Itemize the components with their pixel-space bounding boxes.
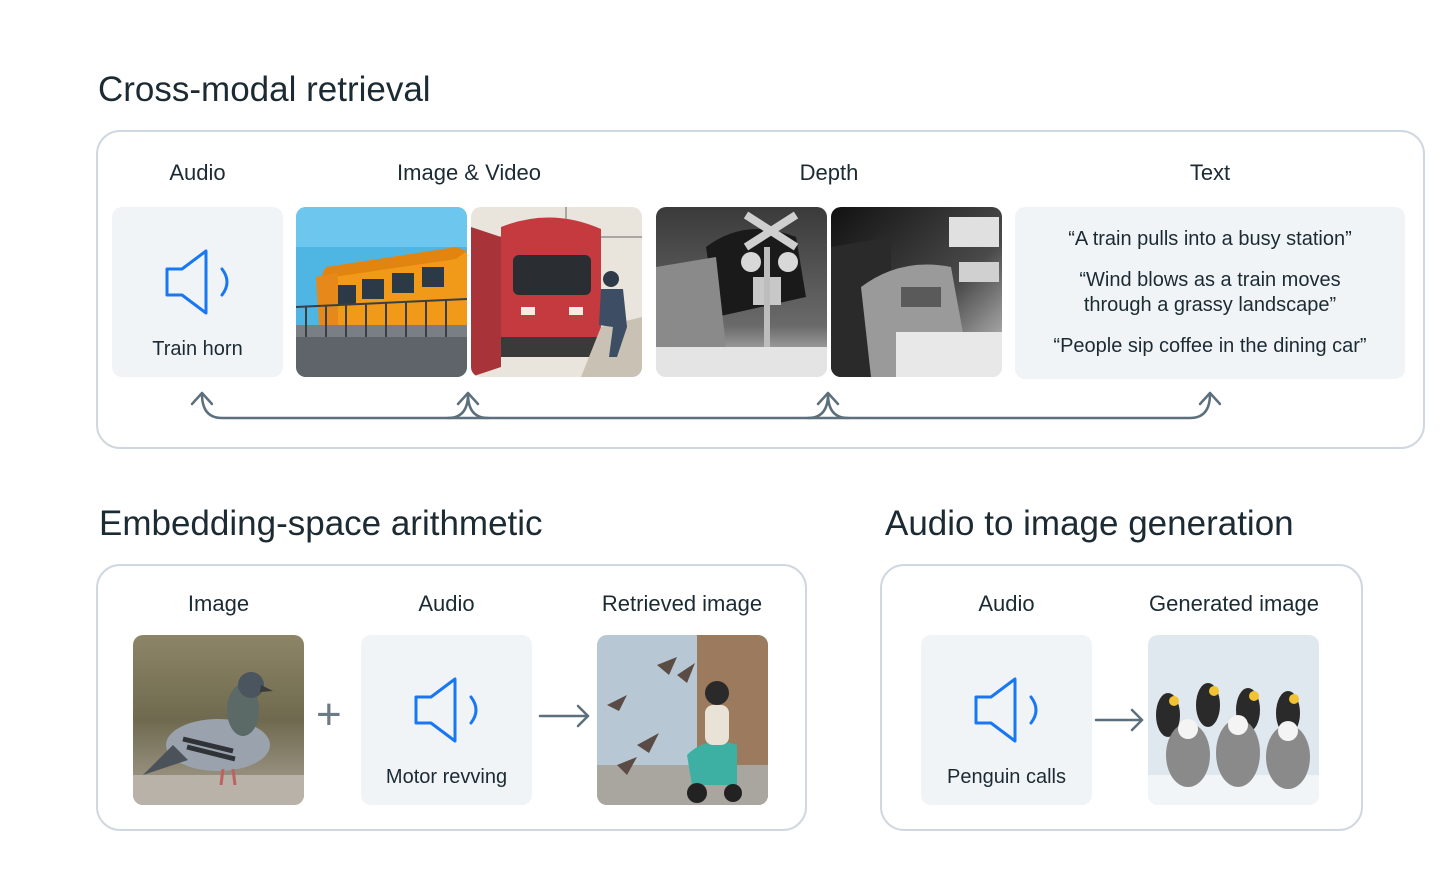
label-depth: Depth bbox=[799, 160, 859, 185]
speaker-icon bbox=[974, 677, 1038, 743]
generation-title: Audio to image generation bbox=[885, 504, 1294, 543]
audio-caption: Train horn bbox=[152, 338, 243, 360]
plus-operator: + bbox=[316, 690, 342, 739]
quote-2: “Wind blows as a train moves through a g… bbox=[1079, 269, 1341, 316]
audio-caption: Motor revving bbox=[385, 766, 508, 788]
speaker-icon bbox=[414, 677, 478, 743]
right-arrow-icon bbox=[538, 704, 590, 728]
speaker-icon bbox=[165, 249, 229, 315]
label-image: Image bbox=[187, 591, 250, 616]
label-audio-gen: Audio bbox=[978, 591, 1035, 616]
label-retrieved-image: Retrieved image bbox=[601, 591, 763, 616]
quote-3: “People sip coffee in the dining car” bbox=[1053, 335, 1367, 357]
cross-modal-title: Cross-modal retrieval bbox=[98, 70, 431, 109]
audio-tile-penguin-calls: Penguin calls bbox=[921, 635, 1092, 805]
audio-caption: Penguin calls bbox=[947, 766, 1066, 788]
photo-yellow-train bbox=[296, 207, 467, 377]
depth-map-train bbox=[831, 207, 1002, 377]
label-audio-arith: Audio bbox=[418, 591, 475, 616]
retrieval-connector-arrows bbox=[190, 391, 1222, 420]
photo-penguins bbox=[1148, 635, 1319, 805]
arithmetic-title: Embedding-space arithmetic bbox=[99, 504, 543, 543]
quote-1: “A train pulls into a busy station” bbox=[1068, 228, 1352, 250]
text-quotes-box: “A train pulls into a busy station” “Win… bbox=[1015, 207, 1405, 379]
audio-tile-train-horn: Train horn bbox=[112, 207, 283, 377]
label-text: Text bbox=[1189, 160, 1231, 185]
depth-map-crossing bbox=[656, 207, 827, 377]
label-audio: Audio bbox=[169, 160, 226, 185]
audio-tile-motor-revving: Motor revving bbox=[361, 635, 532, 805]
photo-pigeon bbox=[133, 635, 304, 805]
photo-scooter-pigeons bbox=[597, 635, 768, 805]
label-image-video: Image & Video bbox=[397, 160, 541, 185]
photo-red-train bbox=[471, 207, 642, 377]
label-generated-image: Generated image bbox=[1149, 591, 1319, 616]
right-arrow-icon bbox=[1094, 708, 1144, 732]
